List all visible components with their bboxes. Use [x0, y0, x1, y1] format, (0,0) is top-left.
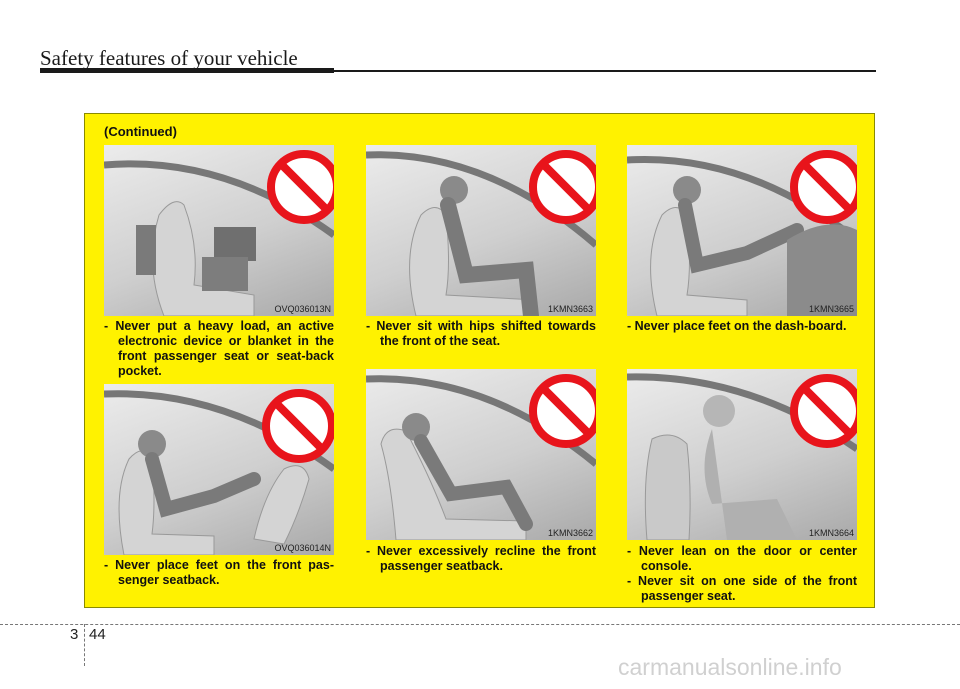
caption-feet-seatback: - Never place feet on the front pas-seng…: [104, 558, 334, 588]
caption-hips-shifted: - Never sit with hips shifted towards th…: [366, 319, 596, 349]
figure-feet-on-seatback: OVQ036014N: [104, 384, 334, 555]
caption-item: - Never lean on the door or center conso…: [627, 544, 857, 573]
page-number: 44: [89, 626, 106, 643]
caption-item: - Never sit with hips shifted towards th…: [366, 319, 596, 348]
no-symbol-icon: [790, 374, 857, 448]
figure-code: 1KMN3665: [808, 304, 854, 314]
watermark: carmanualsonline.info: [618, 654, 842, 680]
no-symbol-icon: [267, 150, 334, 224]
caption-heavy-load: - Never put a heavy load, an active elec…: [104, 319, 334, 379]
header-rule: [40, 68, 334, 73]
figure-code: OVQ036013N: [274, 304, 331, 314]
continued-label: (Continued): [104, 124, 177, 139]
caption-lean-console: - Never lean on the door or center conso…: [627, 544, 857, 604]
figure-excessive-recline: 1KMN3662: [366, 369, 596, 540]
no-symbol-icon: [529, 374, 596, 448]
caption-feet-dashboard: - Never place feet on the dash-board.: [627, 319, 857, 334]
caption-item: - Never put a heavy load, an active elec…: [104, 319, 334, 378]
figure-feet-on-dashboard: 1KMN3665: [627, 145, 857, 316]
footer-vertical-divider: [84, 624, 85, 666]
figure-code: 1KMN3664: [808, 528, 854, 538]
figure-code: 1KMN3662: [547, 528, 593, 538]
header-rule-thin: [334, 70, 876, 72]
no-symbol-icon: [262, 389, 334, 463]
caption-recline: - Never excessively recline the front pa…: [366, 544, 596, 574]
caption-item: - Never place feet on the dash-board.: [627, 319, 847, 333]
no-symbol-icon: [790, 150, 857, 224]
chapter-number: 3: [70, 626, 79, 643]
caption-item: - Never place feet on the front pas-seng…: [104, 558, 334, 587]
caption-item: - Never excessively recline the front pa…: [366, 544, 596, 573]
figure-code: 1KMN3663: [547, 304, 593, 314]
no-symbol-icon: [529, 150, 596, 224]
page-header-title: Safety features of your vehicle: [40, 46, 298, 70]
figure-code: OVQ036014N: [274, 543, 331, 553]
footer-divider: [0, 624, 960, 625]
figure-hips-shifted: 1KMN3663: [366, 145, 596, 316]
caption-item: - Never sit on one side of the front pas…: [627, 574, 857, 603]
figure-leaning-console: 1KMN3664: [627, 369, 857, 540]
figure-heavy-load: OVQ036013N: [104, 145, 334, 316]
